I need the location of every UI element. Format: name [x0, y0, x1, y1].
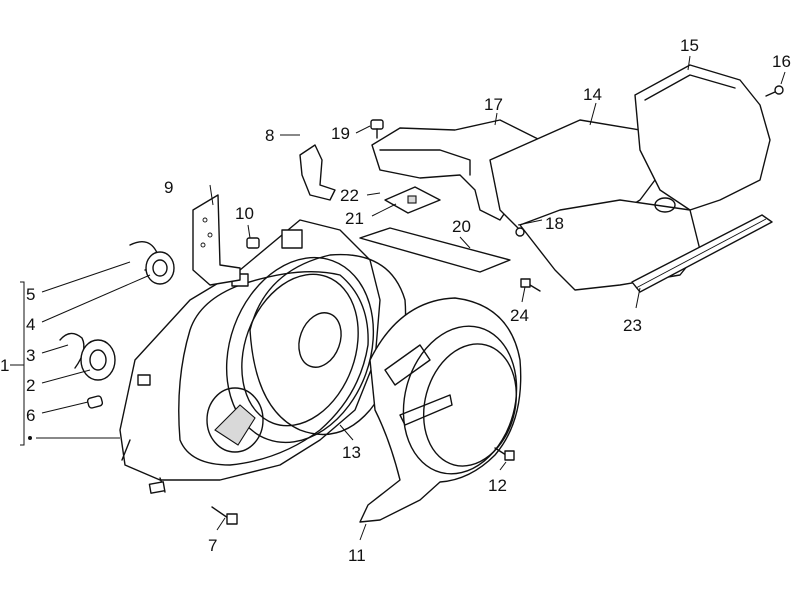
- label-4: 4: [26, 315, 35, 334]
- filter-square: [407, 195, 417, 204]
- label-2: 2: [26, 376, 35, 395]
- leader-lines: [10, 55, 786, 541]
- label-7: 7: [208, 536, 217, 555]
- screw-16: [765, 85, 784, 97]
- filter-seal: [359, 227, 511, 273]
- label-6: 6: [26, 406, 35, 425]
- bracket-plate: [192, 194, 241, 286]
- label-13: 13: [342, 443, 361, 462]
- screw-19: [370, 119, 384, 139]
- bolt-24: [520, 278, 541, 292]
- label-11: 11: [348, 546, 366, 565]
- label-10: 10: [235, 204, 254, 223]
- bolt-18: [515, 227, 525, 237]
- label-18: 18: [545, 214, 564, 233]
- part-labels: 1 2 3 4 5 6 7 8 9 10 11 12 13 14 15 16 1…: [0, 36, 791, 565]
- dowel-pin: [86, 395, 104, 409]
- lower-bearing: [59, 332, 116, 381]
- label-5: 5: [26, 285, 35, 304]
- label-8: 8: [265, 126, 274, 145]
- clip-bracket: [299, 144, 336, 201]
- upper-bearing: [129, 241, 175, 285]
- label-15: 15: [680, 36, 699, 55]
- label-1: 1: [0, 356, 9, 375]
- transmission-cover: [119, 219, 381, 494]
- label-19: 19: [331, 124, 350, 143]
- label-12: 12: [488, 476, 507, 495]
- screw-12: [494, 447, 515, 461]
- label-24: 24: [510, 306, 529, 325]
- label-17: 17: [484, 95, 503, 114]
- label-21: 21: [345, 209, 364, 228]
- label-9: 9: [164, 178, 173, 197]
- label-22: 22: [340, 186, 359, 205]
- label-16: 16: [772, 52, 791, 71]
- label-23: 23: [623, 316, 642, 335]
- small-nut: [246, 237, 260, 249]
- inner-cover: [359, 297, 522, 523]
- label-3: 3: [26, 346, 35, 365]
- label-14: 14: [583, 85, 602, 104]
- label-20: 20: [452, 217, 471, 236]
- screw-7: [211, 506, 238, 525]
- air-filter-housing: [371, 64, 771, 291]
